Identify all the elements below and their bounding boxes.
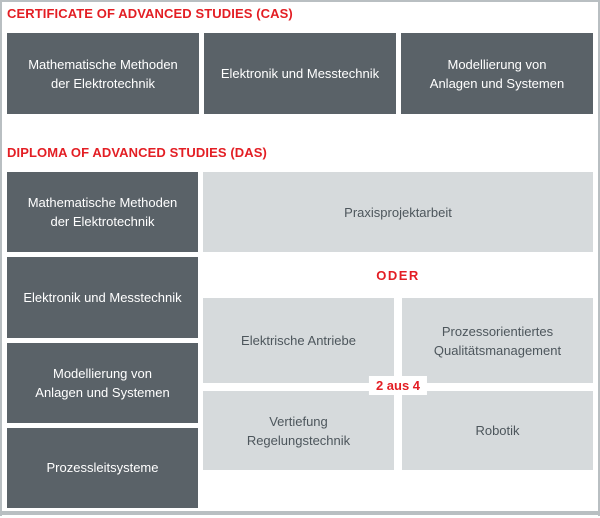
das-elective-robotik: Robotik [402, 391, 593, 470]
cas-section-title: CERTIFICATE OF ADVANCED STUDIES (CAS) [7, 6, 293, 21]
choice-count-badge: 2 aus 4 [368, 376, 428, 395]
das-section-title: DIPLOMA OF ADVANCED STUDIES (DAS) [7, 145, 267, 160]
cas-module-modellierung: Modellierung von Anlagen und Systemen [401, 33, 593, 114]
frame-bottom-border [2, 511, 598, 515]
das-module-prozessleitsysteme: Prozessleitsysteme [7, 427, 198, 508]
das-module-mathematische-methoden: Mathematische Methoden der Elektrotechni… [7, 172, 198, 253]
das-module-elektronik-messtechnik: Elektronik und Messtechnik [7, 257, 198, 338]
cas-module-elektronik-messtechnik: Elektronik und Messtechnik [204, 33, 396, 114]
das-elective-elektrische-antriebe: Elektrische Antriebe [203, 298, 394, 383]
das-module-praxisprojektarbeit: Praxisprojektarbeit [203, 172, 593, 252]
das-elective-area: Praxisprojektarbeit ODER Elektrische Ant… [203, 172, 593, 508]
das-elective-grid: Elektrische Antriebe Prozessorientiertes… [203, 298, 593, 470]
cas-modules-row: Mathematische Methoden der Elektrotechni… [7, 33, 593, 114]
das-core-modules-column: Mathematische Methoden der Elektrotechni… [7, 172, 198, 508]
das-elective-qualitaetsmanagement: Prozessorientiertes Qualitätsmanagement [402, 298, 593, 383]
das-elective-regelungstechnik: Vertiefung Regelungstechnik [203, 391, 394, 470]
das-module-modellierung: Modellierung von Anlagen und Systemen [7, 342, 198, 423]
cas-module-mathematische-methoden: Mathematische Methoden der Elektrotechni… [7, 33, 199, 114]
or-separator-label: ODER [376, 267, 420, 283]
